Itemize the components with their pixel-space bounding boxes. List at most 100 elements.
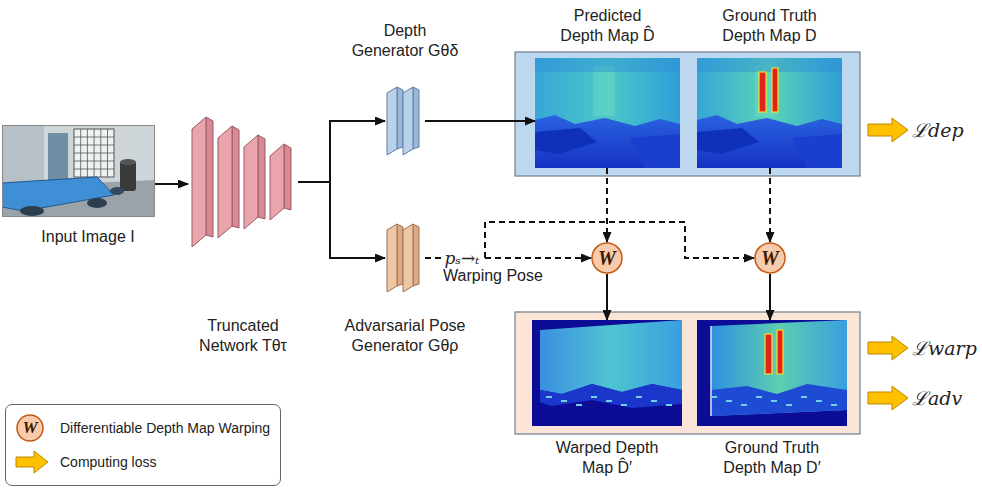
node-caption: Predicted Depth Map D̂	[554, 6, 662, 46]
rect-part	[606, 400, 612, 402]
rect-part	[697, 320, 847, 426]
polygon-part	[192, 117, 206, 247]
legend-row: WDifferentiable Depth Map Warping	[14, 411, 270, 445]
input-image: Input Image I	[2, 125, 155, 217]
truncated-network: Truncated Network Tθτ	[188, 112, 298, 252]
ellipse-part	[87, 198, 107, 208]
operator-symbol: W	[761, 247, 779, 269]
rect-part	[2, 125, 155, 217]
polygon-part	[397, 224, 403, 286]
text-holder: Depth Generator Gθδ	[348, 21, 462, 61]
warped-map-image: Warped Depth Map D̂′	[532, 320, 682, 426]
text-holder: Warped Depth Map D̂′	[554, 438, 660, 478]
rect-part	[532, 320, 682, 426]
line-part	[74, 161, 114, 162]
rect-part	[3, 126, 155, 217]
polygon-part	[630, 134, 680, 168]
rect-part	[801, 396, 807, 398]
ellipse-part	[20, 206, 44, 216]
legend-sample	[14, 448, 50, 476]
polygon-part	[540, 384, 682, 408]
pose-generator-art	[385, 222, 425, 294]
pose-caption: Warping Pose	[443, 266, 543, 286]
circle-part	[755, 243, 785, 273]
input-image-art	[2, 125, 155, 217]
depth-map-image-art	[697, 58, 842, 168]
pose-generator: Advarsarial Pose Generator Gθρ	[385, 222, 425, 294]
ellipse-part	[120, 159, 136, 165]
rect-part	[576, 404, 582, 406]
polygon-part	[16, 451, 48, 473]
connector-arrow	[155, 183, 188, 185]
polygon-part	[535, 115, 680, 168]
line-part	[74, 145, 114, 146]
depth-map-image: Predicted Depth Map D̂	[535, 58, 680, 168]
polygon-part	[697, 128, 759, 154]
node-caption: Truncated Network Tθτ	[191, 316, 295, 356]
rect-part	[535, 58, 680, 72]
rect-part	[771, 400, 777, 402]
legend-sample: W	[14, 414, 50, 442]
rect-part	[711, 396, 717, 398]
text-holder: Ground Truth Depth Map D	[713, 6, 827, 46]
warp-operator: W	[591, 242, 623, 274]
text-holder: Truncated Network Tθτ	[191, 316, 295, 356]
depth-generator: Depth Generator Gθδ	[385, 85, 425, 157]
rect-part	[651, 400, 657, 402]
line-part	[710, 326, 712, 416]
legend-row: Computing loss	[14, 445, 270, 479]
text-holder: Input Image I	[3, 227, 173, 247]
node-caption: Warped Depth Map D̂′	[554, 438, 660, 478]
line-part	[74, 169, 114, 170]
rect-part	[786, 404, 792, 406]
ellipse-part	[110, 187, 124, 195]
rect-part	[756, 396, 762, 398]
rect-part	[593, 66, 615, 116]
loss-name: ℒdep	[912, 118, 964, 142]
polygon-part	[387, 87, 397, 155]
warped-map-image-art	[532, 320, 682, 426]
rect-part	[48, 133, 68, 185]
polygon-part	[413, 224, 419, 286]
warp-operator: W	[754, 242, 786, 274]
line-part	[74, 137, 114, 138]
rect-part	[816, 400, 822, 402]
polygon-part	[403, 224, 413, 292]
polygon-part	[206, 117, 213, 237]
polygon-part	[284, 144, 291, 210]
depth-generator-art	[385, 85, 425, 157]
node-caption: Input Image I	[3, 227, 173, 247]
loss-arrow	[868, 118, 908, 410]
polygon-part	[413, 87, 419, 149]
truncated-network-art	[188, 112, 298, 252]
text-holder: W	[14, 414, 46, 442]
circle-part	[17, 415, 43, 441]
polygon-part	[403, 87, 413, 155]
polygon-part	[244, 135, 258, 229]
rect-part	[726, 400, 732, 402]
rect-part	[666, 404, 672, 406]
rect-part	[772, 68, 778, 112]
connector-arrow	[606, 274, 608, 320]
polygon-part	[270, 144, 284, 220]
legend-text: Computing loss	[60, 453, 157, 471]
circle-part	[592, 243, 622, 273]
node-caption: Ground Truth Depth Map D′	[715, 438, 829, 478]
output-panel	[515, 52, 860, 176]
depth-map-image: Ground Truth Depth Map D	[697, 58, 842, 168]
loss-name: ℒwarp	[912, 336, 977, 360]
warped-map-image-art	[697, 320, 847, 426]
connector-arrow	[425, 120, 535, 122]
pose-symbol: pₛ→ₜ	[441, 248, 482, 268]
polygon-part	[218, 126, 232, 238]
text-holder: W	[591, 242, 623, 274]
rect-part	[636, 396, 642, 398]
rect-part	[831, 404, 837, 406]
operator-symbol: W	[598, 247, 616, 269]
polygon-part	[2, 177, 114, 211]
text-holder: Predicted Depth Map D̂	[554, 6, 662, 46]
rect-part	[755, 66, 777, 116]
polygon-part	[868, 118, 908, 142]
